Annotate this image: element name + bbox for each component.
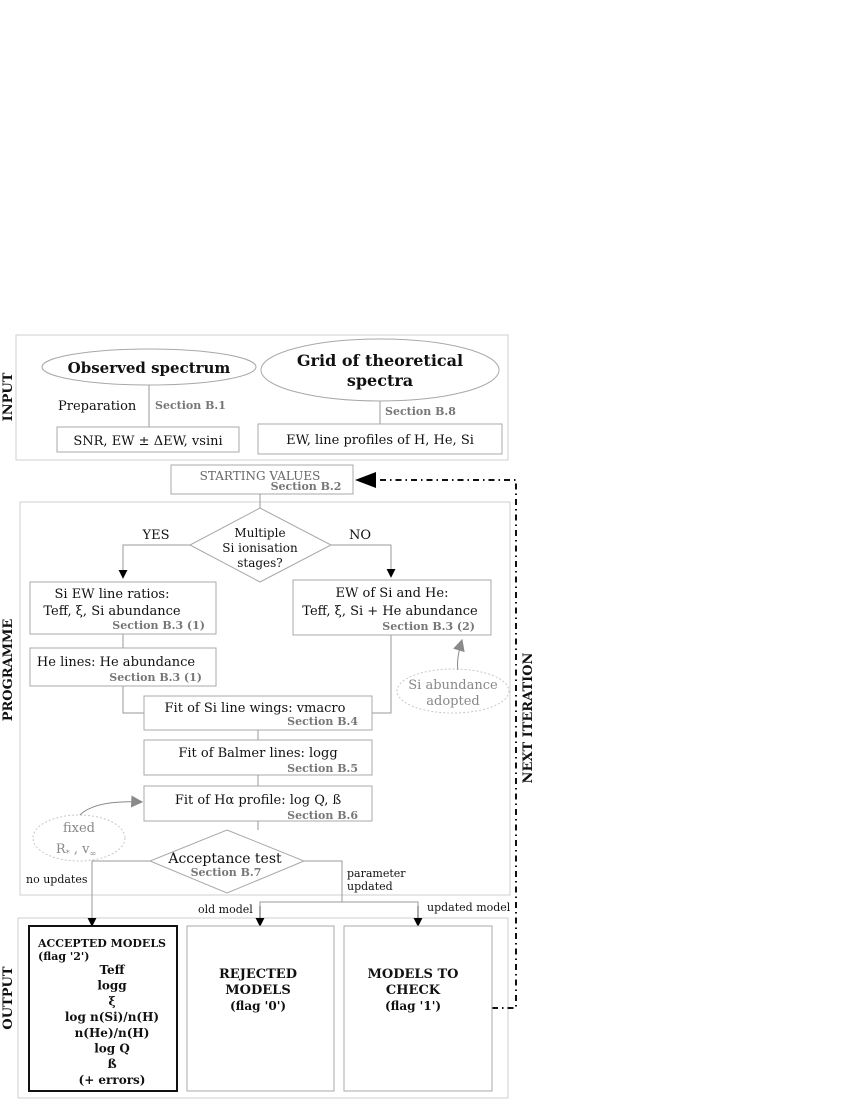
accepted-parameter-item: ξ — [108, 994, 115, 1008]
grid-theoretical-spectra-node — [260, 338, 500, 402]
ew-si-he-box — [292, 579, 492, 636]
fit-balmer-box — [143, 739, 373, 776]
parameter-updated-line1: parameter — [347, 867, 406, 880]
check-line2: CHECK — [386, 983, 441, 998]
preparation-label: Preparation — [58, 399, 137, 414]
starting-values-label: STARTING VALUES — [200, 469, 321, 483]
fixed-velocity-subscript: ∞ — [89, 849, 96, 858]
next-iteration-arrowhead — [355, 472, 376, 488]
si-ratios-line2: Teff, ξ, Si abundance — [43, 604, 181, 619]
accepted-models-box — [28, 925, 178, 1092]
next-iteration-label: NEXT ITERATION — [521, 652, 536, 783]
grid-label-line2: spectra — [347, 371, 413, 390]
he-lines-text: He lines: He abundance — [37, 655, 195, 670]
connector-he-wings — [122, 686, 144, 714]
connector-parameter-updated — [304, 860, 343, 902]
rejected-models-box — [186, 925, 335, 1092]
fixed-radius-symbol: R — [56, 842, 67, 857]
si-abundance-adopted-node — [396, 668, 510, 714]
fixed-line2-text: R* , v∞ — [56, 842, 96, 858]
section-b6-label: Section B.6 — [287, 809, 358, 822]
programme-section-frame — [19, 501, 511, 896]
accepted-parameter-item: log n(Si)/n(H) — [65, 1010, 159, 1024]
rejected-line1: REJECTED — [219, 967, 297, 982]
arrow-no-updates — [87, 860, 150, 927]
arrow-no — [331, 544, 396, 578]
section-b3-2-label: Section B.3 (2) — [382, 620, 475, 633]
decision-multiple-si-stages — [188, 507, 333, 583]
no-label: NO — [349, 528, 371, 543]
fit-si-wings-box — [143, 695, 373, 731]
acceptance-test-node — [148, 829, 306, 894]
fixed-radius-subscript: * — [66, 849, 70, 858]
accepted-parameter-item: Teff — [99, 963, 125, 977]
accepted-parameter-item: n(He)/n(H) — [75, 1026, 150, 1040]
ew-si-he-line2: Teff, ξ, Si + He abundance — [302, 604, 478, 619]
ew-si-he-line1: EW of Si and He: — [336, 586, 449, 601]
snr-ew-text: SNR, EW ± ΔEW, vsini — [73, 434, 222, 449]
accepted-parameter-item: ß — [107, 1057, 116, 1071]
section-b8-label: Section B.8 — [385, 405, 456, 418]
decision-line3: stages? — [237, 556, 283, 570]
section-b5-label: Section B.5 — [287, 762, 358, 775]
fixed-parameters-node — [32, 814, 126, 862]
section-b4-label: Section B.4 — [287, 715, 358, 728]
yes-label: YES — [142, 528, 170, 543]
updated-model-label: updated model — [427, 901, 511, 914]
fixed-line1: fixed — [63, 821, 95, 836]
fit-si-wings-text: Fit of Si line wings: vmacro — [165, 701, 346, 716]
fit-balmer-text: Fit of Balmer lines: logg — [178, 746, 337, 761]
check-line1: MODELS TO — [368, 967, 459, 982]
section-b2-label: Section B.2 — [271, 480, 342, 493]
snr-ew-box — [56, 426, 240, 453]
rejected-line2: MODELS — [225, 983, 290, 998]
connector-ewsihe-wings — [372, 635, 392, 714]
si-ew-ratios-box — [29, 581, 217, 635]
decision-line2: Si ionisation — [222, 541, 298, 555]
ew-line-profiles-box — [257, 423, 503, 455]
input-section-label: INPUT — [1, 372, 16, 421]
rejected-flag: (flag '0') — [230, 999, 286, 1013]
he-lines-box — [29, 647, 217, 687]
check-flag: (flag '1') — [385, 999, 441, 1013]
arrow-si-adopted — [453, 638, 465, 671]
acceptance-test-label: Acceptance test — [167, 851, 282, 867]
accepted-parameter-item: logg — [97, 979, 127, 993]
section-b7-label: Section B.7 — [191, 866, 262, 879]
observed-spectrum-label: Observed spectrum — [68, 359, 231, 377]
programme-section-label: PROGRAMME — [1, 619, 16, 722]
starting-values-box — [170, 464, 354, 495]
input-section-frame — [15, 334, 509, 461]
section-b3-1a-label: Section B.3 (1) — [112, 619, 205, 632]
accepted-parameter-item: log Q — [94, 1042, 130, 1056]
fit-halpha-text: Fit of Hα profile: log Q, ß — [175, 793, 342, 808]
decision-line1: Multiple — [234, 526, 285, 540]
old-model-label: old model — [198, 903, 253, 916]
accepted-models-flag: (flag '2') — [38, 950, 89, 963]
arrow-fixed-params — [79, 795, 144, 816]
accepted-models-title: ACCEPTED MODELS — [37, 937, 166, 950]
models-to-check-box — [343, 925, 493, 1092]
arrow-yes — [118, 544, 190, 579]
si-ratios-line1: Si EW line ratios: — [55, 587, 170, 602]
section-b3-1b-label: Section B.3 (1) — [109, 671, 202, 684]
ew-line-profiles-text: EW, line profiles of H, He, Si — [286, 433, 474, 448]
accepted-parameter-item: (+ errors) — [79, 1073, 146, 1087]
parameter-updated-line2: updated — [347, 880, 393, 893]
fixed-velocity-symbol: , v — [70, 842, 90, 857]
connector-split-old-updated — [259, 901, 419, 926]
next-iteration-loop — [378, 479, 517, 1009]
fit-halpha-box — [143, 785, 373, 822]
si-adopted-line2: adopted — [426, 694, 479, 709]
section-b1-label: Section B.1 — [155, 399, 226, 412]
si-adopted-line1: Si abundance — [408, 678, 498, 693]
grid-label-line1: Grid of theoretical — [297, 351, 463, 370]
no-updates-label: no updates — [26, 873, 88, 886]
output-section-label: OUTPUT — [1, 966, 16, 1029]
